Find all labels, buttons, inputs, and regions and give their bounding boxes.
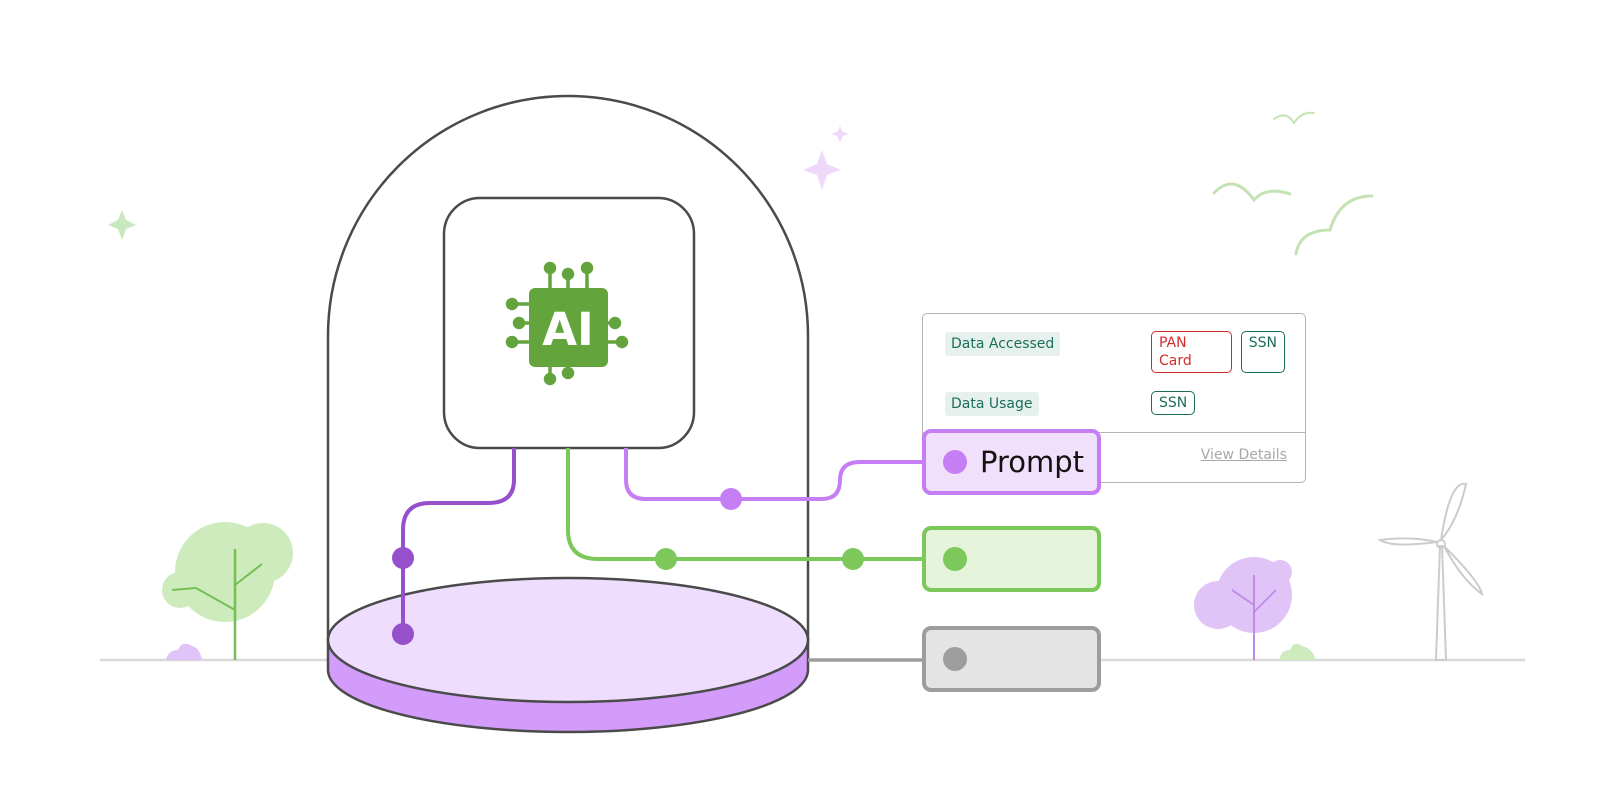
panel-divider: [923, 432, 1305, 433]
green-connector: [566, 448, 924, 561]
bird-icon: [1273, 111, 1315, 125]
purple-connector-prompt: [624, 448, 924, 501]
data-accessed-tags: PAN Card SSN: [1151, 331, 1285, 373]
purple-node: [720, 488, 742, 510]
green-dot: [943, 547, 967, 571]
sparkle-icon: [108, 210, 136, 240]
wind-turbine-icon: [1377, 482, 1484, 661]
tree-left: [162, 522, 293, 660]
purple-connector-base: [401, 448, 516, 634]
tag-pan-card: PAN Card: [1151, 331, 1232, 373]
pedestal: [326, 576, 810, 734]
bush-right: [1280, 643, 1316, 660]
data-usage-tags: SSN: [1151, 391, 1196, 415]
bird-icon: [1212, 182, 1292, 203]
sparkle-icon: [831, 126, 849, 142]
data-accessed-label: Data Accessed: [945, 332, 1061, 356]
tag-ssn: SSN: [1151, 391, 1196, 415]
purple-node: [392, 547, 414, 569]
bush-left: [166, 643, 202, 660]
ai-chip-icon: AI: [505, 261, 629, 386]
ai-chip-label: AI: [542, 303, 594, 356]
green-node: [655, 548, 677, 570]
gray-block[interactable]: [922, 626, 1101, 692]
tag-ssn: SSN: [1240, 331, 1285, 373]
data-usage-row: Data Usage SSN: [945, 391, 1285, 417]
data-accessed-row: Data Accessed PAN Card SSN: [945, 331, 1285, 373]
green-node: [842, 548, 864, 570]
glass-dome: [326, 94, 810, 640]
data-usage-label: Data Usage: [945, 392, 1039, 416]
sparkle-icon: [803, 150, 841, 190]
gray-dot: [943, 647, 967, 671]
details-panel: Data Accessed PAN Card SSN Data Usage SS…: [922, 313, 1306, 483]
tree-right: [1194, 557, 1292, 660]
green-block[interactable]: [922, 526, 1101, 592]
purple-node: [392, 623, 414, 645]
view-details-link[interactable]: View Details: [1200, 447, 1287, 463]
bird-icon: [1294, 194, 1374, 256]
